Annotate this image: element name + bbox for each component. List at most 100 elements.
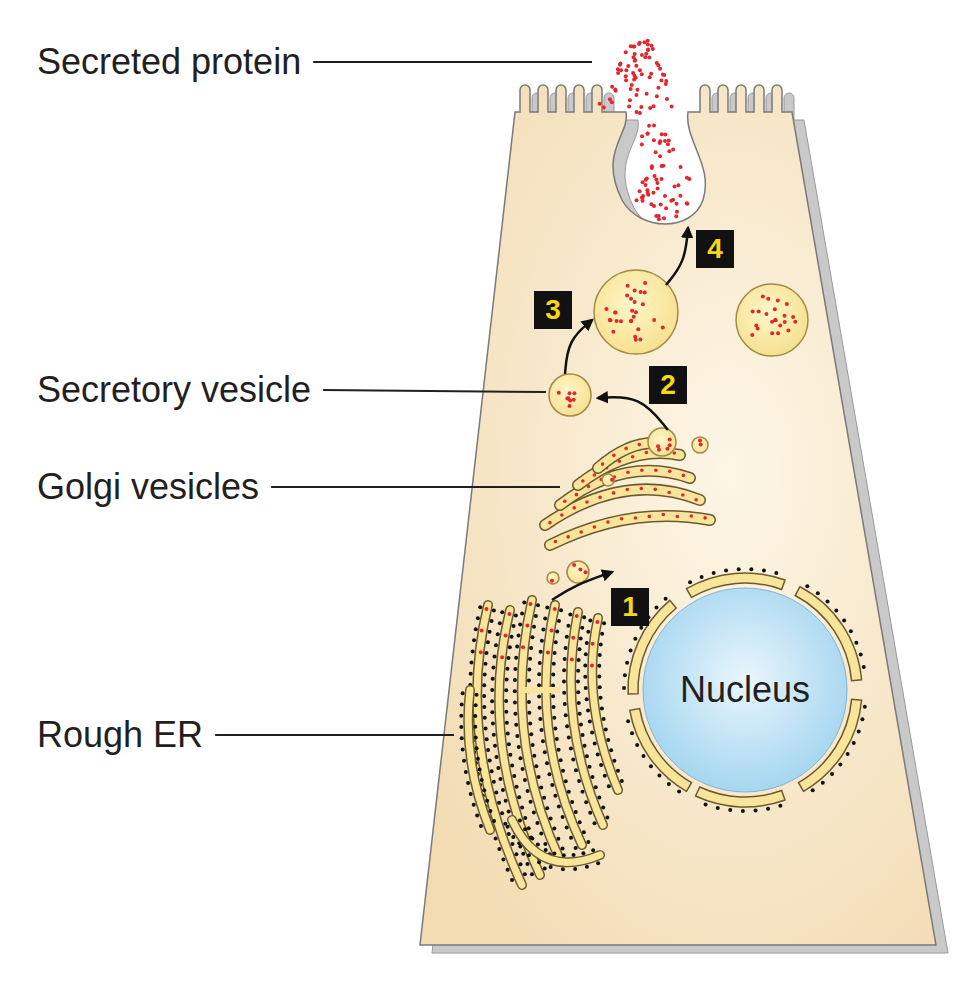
ribosome [846, 752, 850, 756]
ribosome [622, 686, 626, 690]
protein-dot [500, 655, 504, 659]
protein-dot [646, 48, 650, 52]
ribosome [571, 757, 575, 761]
ribosome [565, 635, 569, 639]
ribosome [459, 714, 463, 718]
ribosome [543, 866, 547, 870]
ribosome [593, 742, 597, 746]
protein-dot [793, 320, 797, 324]
ribosome [460, 703, 464, 707]
ribosome [514, 723, 518, 727]
ribosome [517, 633, 521, 637]
ribosome [499, 777, 503, 781]
protein-dot [568, 391, 572, 395]
ribosome [590, 775, 594, 779]
protein-dot [645, 177, 649, 181]
protein-dot [675, 202, 679, 206]
ribosome [506, 656, 510, 660]
ribosome [716, 806, 720, 810]
protein-dot [610, 100, 614, 104]
protein-dot [624, 74, 628, 78]
ribosome [474, 627, 478, 631]
ribosome [599, 763, 603, 767]
protein-dot [694, 498, 698, 502]
ribosome [482, 683, 486, 687]
ribosome [596, 752, 600, 756]
ribosome [552, 716, 556, 720]
protein-dot [682, 474, 686, 478]
ribosome [551, 694, 555, 698]
protein-dot [646, 132, 650, 136]
ribosome [826, 600, 830, 604]
protein-dot [629, 297, 633, 301]
protein-dot [659, 78, 663, 82]
ribosome [565, 825, 569, 829]
ribosome [475, 693, 479, 697]
protein-dot [593, 525, 597, 529]
ribosome [563, 657, 567, 661]
ribosome [605, 816, 609, 820]
ribosome [478, 767, 482, 771]
protein-dot [648, 75, 652, 79]
ribosome [521, 767, 525, 771]
ribosome [500, 811, 504, 815]
protein-dot [626, 470, 630, 474]
ribosome [612, 759, 616, 763]
ribosome [529, 800, 533, 804]
ribosome [480, 778, 484, 782]
ribosome [562, 853, 566, 857]
ribosome [555, 630, 559, 634]
ribosome [582, 615, 586, 619]
ribosome [552, 852, 556, 856]
protein-dot [565, 397, 569, 401]
ribosome [510, 635, 514, 639]
ribosome [555, 737, 559, 741]
protein-dot [641, 194, 645, 198]
ribosome [473, 714, 477, 718]
ribosome [539, 650, 543, 654]
protein-dot [630, 309, 634, 313]
vesicle [549, 374, 591, 416]
ribosome [607, 784, 611, 788]
ribosome [569, 746, 573, 750]
ribosome [594, 785, 598, 789]
ribosome [585, 754, 589, 758]
er-cisterna-edge [512, 820, 600, 862]
protein-dot [568, 404, 572, 408]
ribosome [620, 779, 624, 783]
ribosome [527, 678, 531, 682]
protein-dot [572, 506, 576, 510]
ribosome [586, 708, 590, 712]
ribosome [504, 688, 508, 692]
ribosome [561, 847, 565, 851]
protein-dot [634, 93, 638, 97]
ribosome [522, 600, 526, 604]
ribosome [838, 762, 842, 766]
protein-dot [590, 664, 594, 668]
ribosome [510, 878, 514, 882]
ribosome [469, 792, 473, 796]
ribosome [538, 706, 542, 710]
ribosome [561, 815, 565, 819]
protein-dot [651, 191, 655, 195]
ribosome [597, 664, 601, 668]
ribosome [482, 705, 486, 709]
ribosome [472, 803, 476, 807]
protein-dot [681, 493, 685, 497]
ribosome [495, 755, 499, 759]
protein-dot [639, 487, 643, 491]
protein-dot [645, 132, 649, 136]
ribosome [573, 867, 577, 871]
ribosome [523, 827, 527, 831]
protein-dot [658, 67, 662, 71]
ribosome [531, 743, 535, 747]
ribosome [655, 605, 659, 609]
protein-dot [612, 454, 616, 458]
er-connection [520, 687, 560, 693]
protein-dot [612, 491, 616, 495]
ribosome [601, 806, 605, 810]
ribosome [766, 807, 770, 811]
protein-dot [649, 72, 653, 76]
er-cisterna [592, 618, 618, 790]
nucleus: Nucleus [642, 587, 848, 793]
